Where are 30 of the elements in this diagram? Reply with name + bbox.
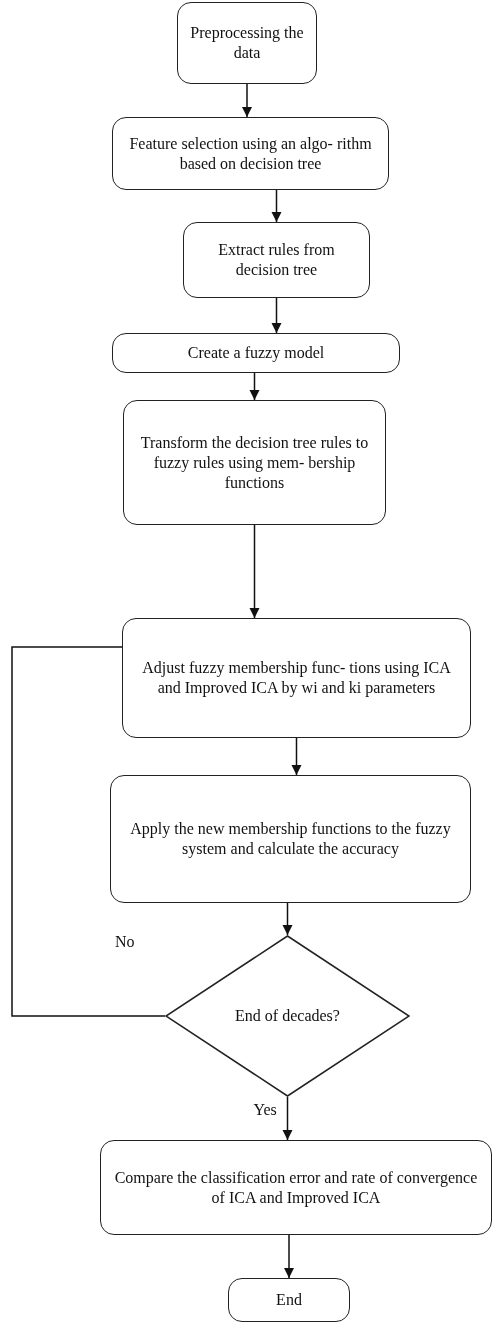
arrow <box>282 1096 293 1141</box>
step-text: Preprocessing the data <box>189 23 305 63</box>
process-box <box>122 618 471 738</box>
decision-diamond <box>165 935 410 1097</box>
arrow <box>249 372 260 401</box>
process-box <box>112 333 400 373</box>
arrow <box>282 902 293 936</box>
step-text: Create a fuzzy model <box>187 343 325 363</box>
arrow <box>283 1234 295 1279</box>
step-text: Apply the new membership functions to the fuzzy system and calculate the accuracy <box>129 819 452 859</box>
step-text: End of decades? <box>235 1006 340 1026</box>
process-box <box>183 222 370 298</box>
process-box <box>112 117 389 190</box>
step-text: Adjust fuzzy membership func- tions using ICA and Improved ICA by wi and ki parameters <box>141 658 452 698</box>
process-box <box>100 1140 492 1235</box>
step-text: Transform the decision tree rules to fuzzy rules using mem- bership functions <box>139 432 370 493</box>
process-box <box>110 775 471 903</box>
arrow <box>241 83 253 118</box>
arrow <box>271 297 282 334</box>
process-box <box>177 2 317 84</box>
process-box <box>123 400 386 525</box>
arrow <box>291 737 302 776</box>
process-box <box>228 1278 350 1322</box>
arrow <box>249 524 260 619</box>
step-text: Feature selection using an algo- rithm based on decision tree <box>128 133 373 174</box>
step-text: End <box>276 1290 302 1310</box>
connector-line <box>11 646 166 1017</box>
step-text: Extract rules from decision tree <box>217 240 336 280</box>
step-text: Compare the classification error and rate of convergence of ICA and Improved ICA <box>113 1167 479 1208</box>
arrow <box>271 189 282 223</box>
